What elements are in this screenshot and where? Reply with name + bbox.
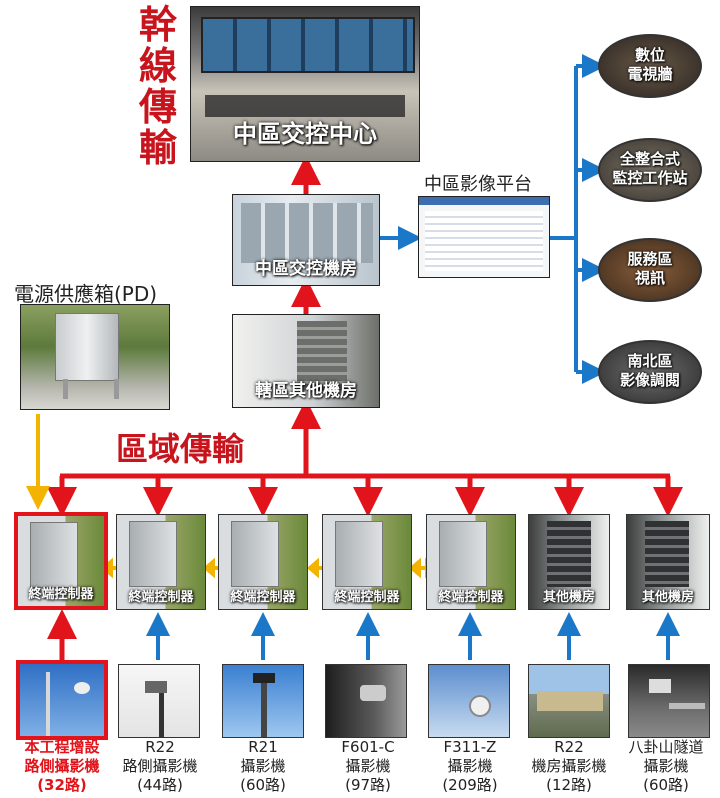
control-center-caption: 中區交控中心 <box>233 120 377 148</box>
video-platform-screenshot <box>418 196 550 278</box>
rack-cabinet <box>547 521 591 587</box>
machine-room-caption: 中區交控機房 <box>255 259 357 279</box>
output-line1: 數位 <box>634 46 665 64</box>
terminal-caption: 終端控制器 <box>438 590 504 605</box>
camera-line1: 本工程增設 <box>24 738 100 756</box>
terminal-caption: 終端控制器 <box>334 590 400 605</box>
terminal-caption: 終端控制器 <box>28 587 94 602</box>
terminal-caption: 其他機房 <box>641 590 694 605</box>
camera-line2: 路側攝影機 <box>24 757 100 775</box>
camera-line3: (44路) <box>137 776 183 794</box>
camera-line2: 機房攝影機 <box>531 757 607 775</box>
rack-cabinet <box>645 521 689 587</box>
output-image-retrieval[interactable]: 南北區影像調閱 <box>598 340 702 404</box>
other-room-r22[interactable]: 其他機房 <box>528 514 610 610</box>
camera-line1: F311-Z <box>443 738 497 756</box>
camera-body <box>253 673 275 683</box>
output-digital-video-wall[interactable]: 數位電視牆 <box>598 34 702 98</box>
video-wall-screens <box>201 17 415 73</box>
controller-cabinet <box>129 521 177 587</box>
camera-label-r22-roadside: R22 路側攝影機 (44路) <box>108 738 212 795</box>
terminal-caption: 其他機房 <box>542 590 595 605</box>
camera-line3: (97路) <box>345 776 391 794</box>
camera-line2: 攝影機 <box>345 757 391 775</box>
camera-line3: (60路) <box>643 776 689 794</box>
cabinet-legs <box>63 379 119 399</box>
output-line2: 影像調閱 <box>619 371 680 389</box>
camera-line1: R22 <box>145 738 175 756</box>
camera-body <box>469 695 491 717</box>
power-box-label: 電源供應箱(PD) <box>14 282 158 306</box>
camera-label-bagua-tunnel: 八卦山隧道 攝影機 (60路) <box>614 738 718 795</box>
power-box-photo <box>20 304 170 410</box>
output-line2: 視訊 <box>634 269 665 287</box>
trunk-transmission-heading: 幹線傳輸 <box>138 2 177 170</box>
output-line1: 南北區 <box>627 352 673 370</box>
terminal-controller-r22[interactable]: 終端控制器 <box>116 514 206 610</box>
console-desks <box>205 95 405 117</box>
camera-line3: (209路) <box>442 776 498 794</box>
camera-body <box>145 681 167 693</box>
platform-table <box>425 211 543 271</box>
terminal-controller-f311z[interactable]: 終端控制器 <box>426 514 516 610</box>
camera-body <box>649 679 671 693</box>
camera-photo-f601c <box>325 664 407 738</box>
terminal-controller-new[interactable]: 終端控制器 <box>14 512 108 610</box>
terminal-controller-f601c[interactable]: 終端控制器 <box>322 514 412 610</box>
terminal-controller-r21[interactable]: 終端控制器 <box>218 514 308 610</box>
output-service-area-video[interactable]: 服務區視訊 <box>598 238 702 302</box>
camera-label-r22-room: R22 機房攝影機 (12路) <box>517 738 621 795</box>
camera-label-r21: R21 攝影機 (60路) <box>211 738 315 795</box>
camera-line1: 八卦山隧道 <box>628 738 704 756</box>
camera-photo-f311z <box>428 664 510 738</box>
mount-bracket <box>669 703 705 709</box>
output-line2: 監控工作站 <box>612 169 688 187</box>
camera-line3: (32路) <box>37 776 87 794</box>
power-cabinet <box>55 313 119 381</box>
server-racks <box>241 203 373 263</box>
controller-cabinet <box>30 522 78 588</box>
camera-line1: F601-C <box>341 738 395 756</box>
output-monitoring-workstation[interactable]: 全整合式監控工作站 <box>598 138 702 202</box>
machine-room-photo: 中區交控機房 <box>232 194 380 286</box>
platform-toolbar <box>419 197 549 205</box>
controller-cabinet <box>231 521 279 587</box>
output-line1: 全整合式 <box>619 150 680 168</box>
camera-line2: 攝影機 <box>240 757 286 775</box>
camera-line3: (60路) <box>240 776 286 794</box>
camera-photo-bagua-tunnel <box>628 664 710 738</box>
controller-cabinet <box>335 521 383 587</box>
regional-transmission-heading: 區域傳輸 <box>116 430 245 468</box>
rack-cabinet <box>297 321 347 391</box>
camera-pole <box>46 672 50 736</box>
camera-line2: 攝影機 <box>643 757 689 775</box>
camera-pole <box>261 675 267 737</box>
camera-body <box>360 685 386 701</box>
camera-line3: (12路) <box>546 776 592 794</box>
camera-pole <box>159 693 164 737</box>
control-center-photo: 中區交控中心 <box>190 6 420 162</box>
other-rooms-photo: 轄區其他機房 <box>232 314 380 408</box>
camera-line2: 路側攝影機 <box>122 757 198 775</box>
video-platform-label: 中區影像平台 <box>424 174 532 195</box>
terminal-caption: 終端控制器 <box>230 590 296 605</box>
camera-label-new: 本工程增設 路側攝影機 (32路) <box>10 738 114 795</box>
output-line1: 服務區 <box>627 250 673 268</box>
camera-photo-r21 <box>222 664 304 738</box>
camera-label-f601c: F601-C 攝影機 (97路) <box>316 738 420 795</box>
camera-line1: R22 <box>554 738 584 756</box>
camera-photo-r22-roadside <box>118 664 200 738</box>
output-line2: 電視牆 <box>627 65 673 83</box>
camera-label-f311z: F311-Z 攝影機 (209路) <box>418 738 522 795</box>
controller-cabinet <box>439 521 487 587</box>
other-room-bagua[interactable]: 其他機房 <box>626 514 710 610</box>
camera-line1: R21 <box>248 738 278 756</box>
other-rooms-caption: 轄區其他機房 <box>255 381 357 401</box>
camera-photo-r22-room <box>528 664 610 738</box>
building-block <box>537 691 603 711</box>
camera-body <box>74 682 90 694</box>
camera-photo-new <box>16 660 108 740</box>
terminal-caption: 終端控制器 <box>128 590 194 605</box>
camera-line2: 攝影機 <box>447 757 493 775</box>
